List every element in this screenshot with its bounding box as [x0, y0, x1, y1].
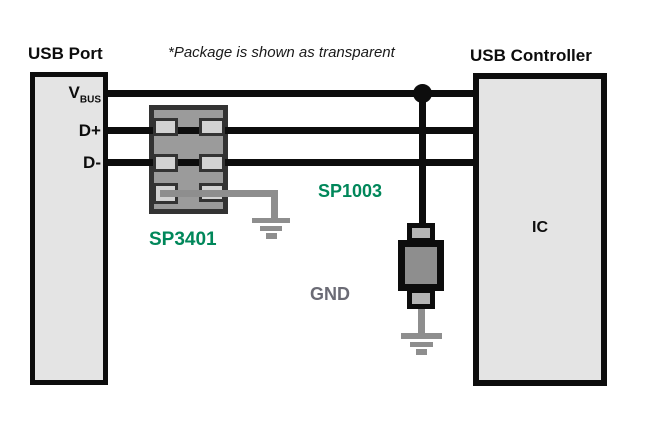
ground-bar	[266, 233, 277, 239]
sp1003-ground-symbol	[401, 333, 443, 356]
sp3401-label: SP3401	[149, 229, 217, 250]
dplus-wire	[108, 127, 473, 134]
vbus-wire	[108, 90, 473, 97]
sp1003-terminal-bottom	[407, 288, 435, 309]
ground-bar	[416, 349, 427, 355]
package-transparent-note: *Package is shown as transparent	[168, 44, 395, 61]
sp3401-pad-mid-right	[199, 154, 225, 172]
ground-bar	[401, 333, 442, 339]
sp3401-ground-wire-vertical	[271, 190, 278, 218]
ground-bar	[410, 342, 433, 347]
sp3401-pad-mid-left	[153, 154, 178, 172]
pin-label-dplus: D+	[78, 121, 101, 140]
ground-bar	[252, 218, 290, 223]
dminus-wire	[108, 159, 473, 166]
pin-label-dminus: D-	[83, 153, 101, 172]
pin-label-vbus: VBUS	[38, 83, 101, 109]
ic-label: IC	[532, 219, 548, 236]
usb-port-box	[30, 72, 108, 385]
sp3401-pad-top-left	[153, 118, 178, 136]
sp1003-label: SP1003	[318, 181, 383, 201]
pin-vbus-sub: BUS	[79, 94, 101, 106]
usb-port-title: USB Port	[28, 44, 103, 63]
sp3401-ground-symbol	[252, 218, 294, 240]
pin-vbus-main: V	[68, 83, 80, 102]
sp3401-pad-top-right	[199, 118, 225, 136]
sp3401-ground-wire-horizontal	[160, 190, 278, 197]
sp1003-ground-wire	[418, 308, 425, 335]
gnd-label: GND	[310, 284, 350, 304]
ground-bar	[260, 226, 282, 231]
sp1003-body	[398, 240, 444, 291]
vbus-tap-wire	[419, 93, 426, 226]
usb-controller-box	[473, 73, 607, 386]
usb-controller-title: USB Controller	[470, 46, 592, 65]
vbus-junction-dot	[413, 84, 432, 103]
